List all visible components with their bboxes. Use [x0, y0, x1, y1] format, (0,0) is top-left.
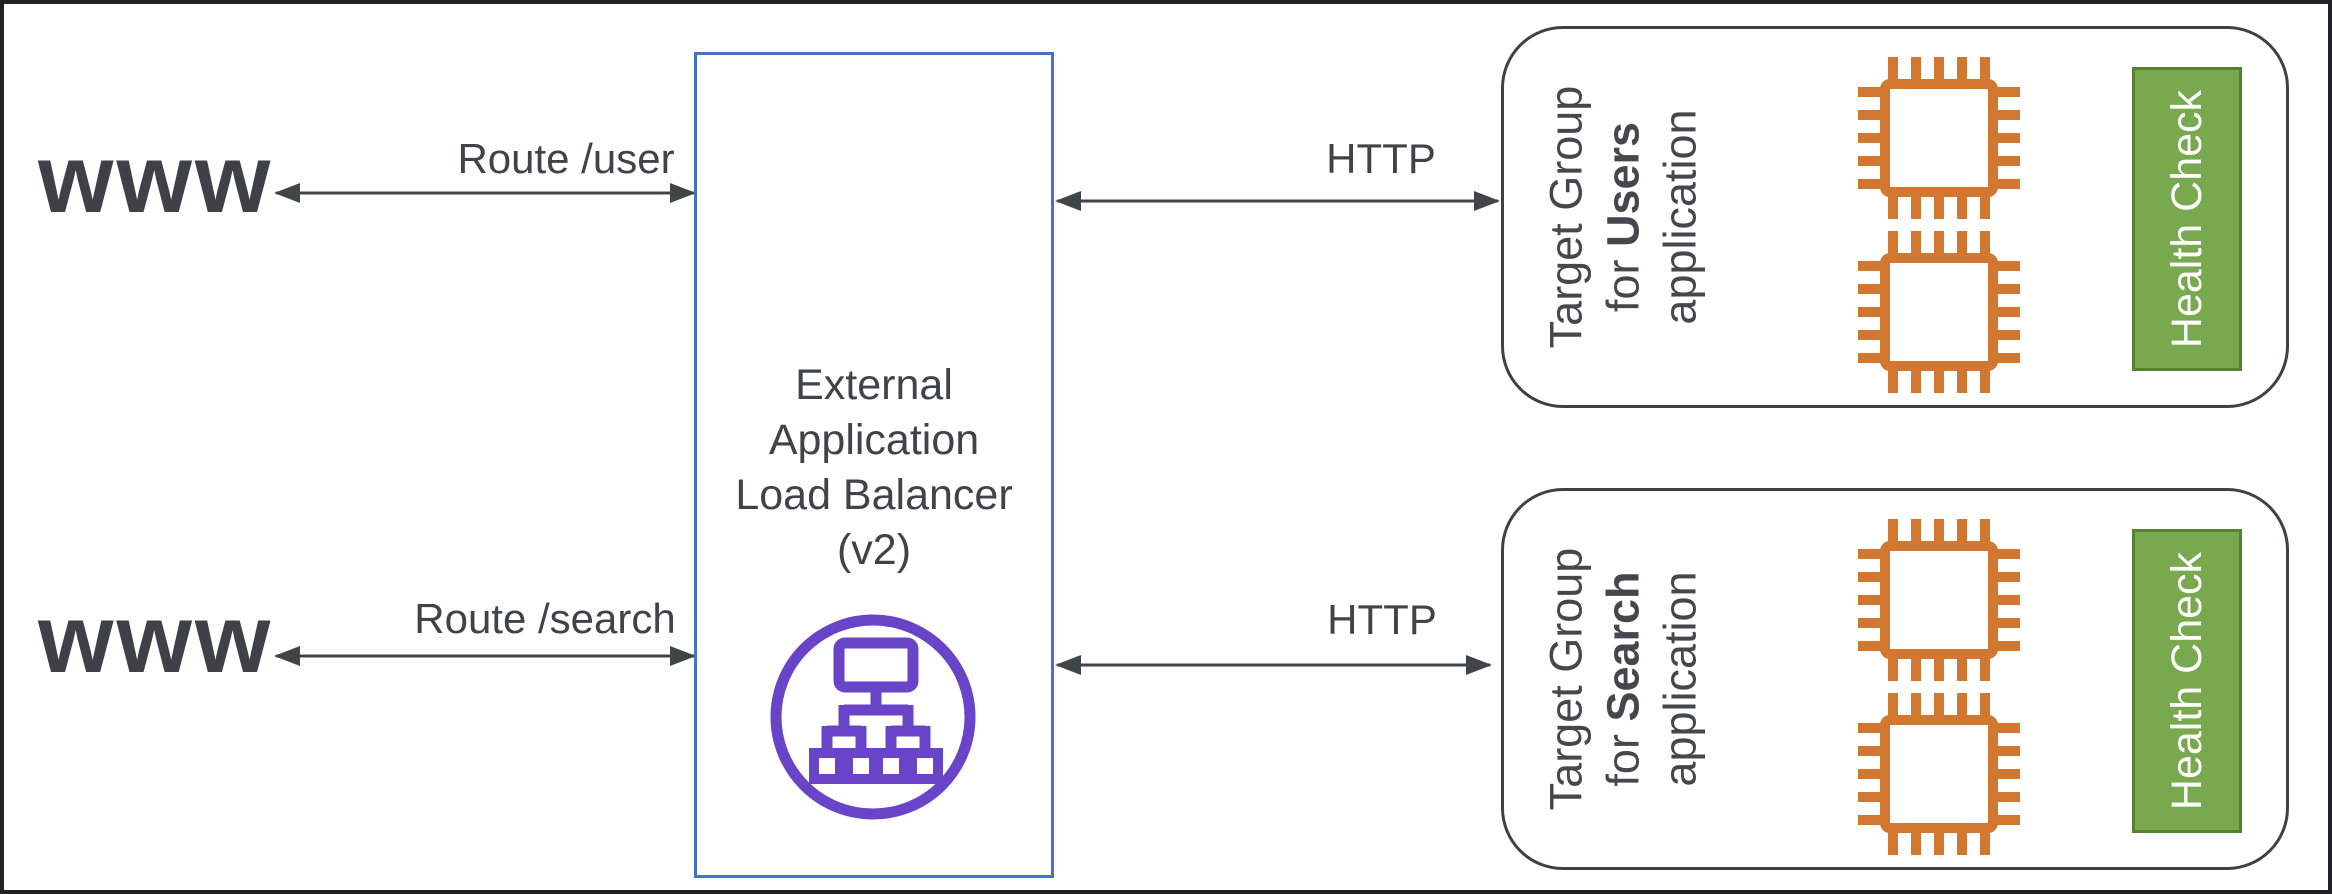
health-check-badge: Health Check [2132, 67, 2242, 371]
http-label-search: HTTP [1327, 596, 1437, 643]
target-group-search: Target Group for Search application Heal… [1501, 488, 2289, 870]
http-label-users: HTTP [1326, 135, 1436, 182]
target-group-label-line: for Users [1597, 121, 1649, 313]
health-check-label: Health Check [2163, 89, 2211, 349]
target-group-label-line: application [1654, 571, 1706, 787]
load-balancer-box: External Application Load Balancer (v2) [694, 52, 1054, 878]
target-group-label-line: application [1654, 109, 1706, 325]
cpu-chip-icon [1858, 693, 2020, 855]
route-user-label: Route /user [457, 135, 675, 182]
client-www-bottom: www [38, 584, 274, 693]
load-balancer-title-line: (v2) [836, 526, 912, 574]
health-check-badge: Health Check [2132, 529, 2242, 833]
cpu-chip-icon [1858, 231, 2020, 393]
target-group-label-line: Target Group [1540, 547, 1592, 811]
load-balancer-title-line: Load Balancer [735, 471, 1013, 519]
health-check-label: Health Check [2163, 551, 2211, 811]
route-search-label: Route /search [414, 595, 676, 642]
target-group-label-line: Target Group [1540, 85, 1592, 349]
target-group-users: Target Group for Users application Healt… [1501, 26, 2289, 408]
load-balancer-icon [770, 614, 976, 820]
target-group-users-label: Target Group for Users application [1520, 29, 1726, 405]
client-www-top: www [38, 124, 274, 233]
cpu-chip-icon [1858, 519, 2020, 681]
cpu-chip-icon [1858, 57, 2020, 219]
load-balancer-title-line: External [795, 361, 953, 409]
load-balancer-title-line: Application [768, 416, 980, 464]
target-group-label-line: for Search [1597, 571, 1649, 787]
load-balancer-title: External Application Load Balancer (v2) [697, 358, 1051, 578]
target-group-search-label: Target Group for Search application [1520, 491, 1726, 867]
